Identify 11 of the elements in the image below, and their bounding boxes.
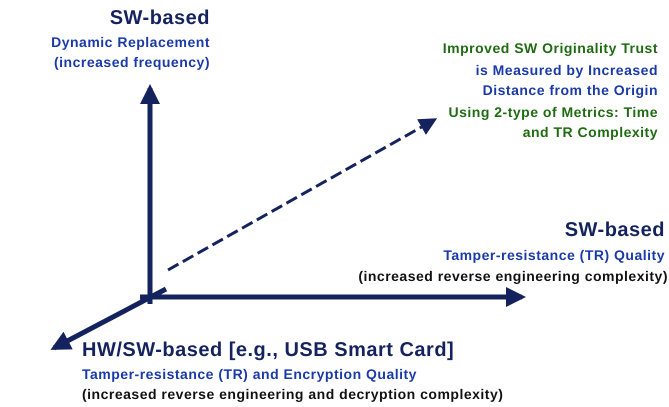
annotation-text: is Measured by Increased Distance from the Origin <box>474 61 658 100</box>
axis-description: Dynamic Replacement (increased frequency) <box>50 33 210 72</box>
axis-description: Tamper-resistance (TR) and Encryption Quality <box>82 365 417 384</box>
axis-description: Tamper-resistance (TR) Quality <box>443 246 665 265</box>
axis-title: HW/SW-based [e.g., USB Smart Card] <box>82 338 454 362</box>
axis-title: SW-based <box>110 6 210 30</box>
annotation-text: Using 2-type of Metrics: Time and TR Complexity <box>447 103 658 142</box>
axis-description: (increased reverse engineering and decryption complexity) <box>82 385 504 404</box>
axis-title: SW-based <box>564 218 665 242</box>
annotation-text: Improved SW Originality Trust <box>442 39 658 58</box>
axis-description: (increased reverse engineering complexity) <box>358 267 668 286</box>
